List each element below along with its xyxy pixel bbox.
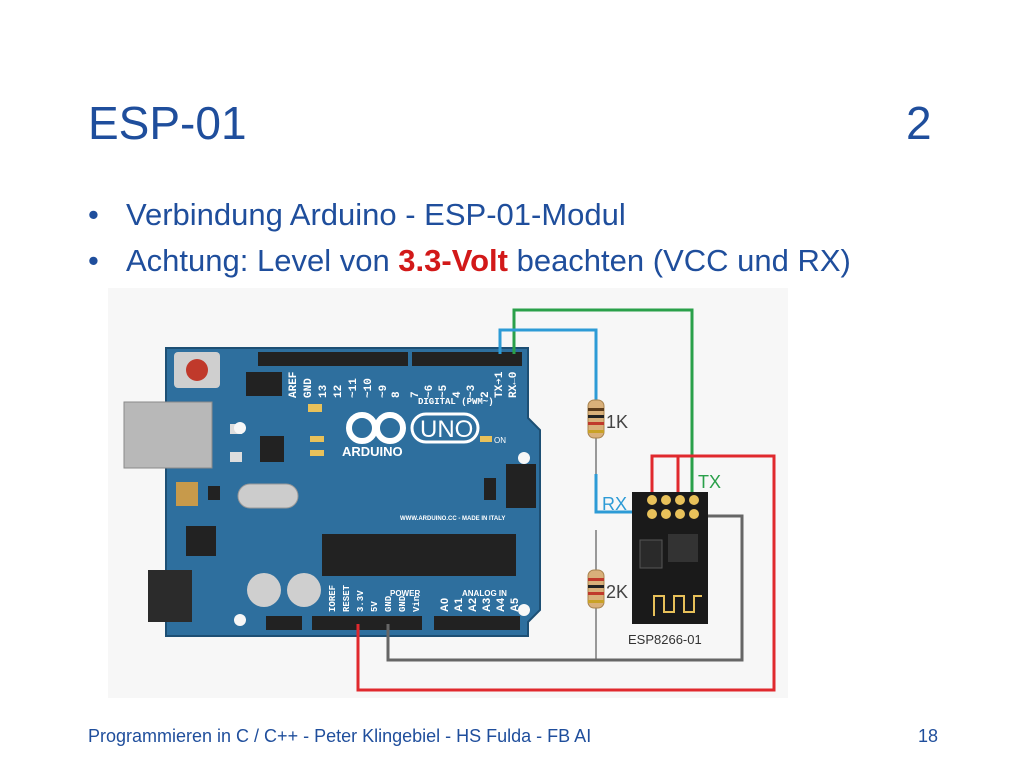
voltage-regulator [186, 526, 216, 556]
bullet-text-pre: Achtung: Level von [126, 243, 399, 278]
resistor-1k [587, 399, 605, 439]
icsp-header-mcu [506, 464, 536, 508]
crystal [237, 483, 299, 509]
power-pin-label: 5V [370, 601, 380, 612]
digital-header-left [258, 352, 408, 366]
esp-flash [639, 539, 663, 569]
pin-label: 8 [391, 391, 403, 398]
reset-button-cap [186, 359, 208, 381]
slide-title: ESP-01 [88, 97, 247, 149]
page-number: 18 [918, 726, 939, 746]
analog-header [434, 616, 520, 630]
power-label: POWER [390, 589, 420, 598]
smd-component [308, 404, 322, 412]
resistor-2k-label: 2K [606, 582, 628, 602]
capacitor [287, 573, 321, 607]
rx-label: RX [602, 494, 627, 514]
capacitor-tantalum [176, 482, 198, 506]
website-label: WWW.ARDUINO.CC - MADE IN ITALY [400, 516, 505, 522]
smd-component [310, 450, 324, 456]
pin-label: 2 [480, 391, 492, 398]
module-label: ESP8266-01 [628, 632, 702, 647]
analog-pin-label: A5 [509, 598, 521, 612]
wire-blue-esp-rx [594, 474, 648, 514]
gnd-label: GND [303, 378, 315, 398]
pin-label: TX➔1 [494, 371, 506, 398]
pin-label: ~5 [438, 384, 450, 398]
usb-connector [123, 401, 213, 469]
power-pin-label: GND [398, 595, 408, 612]
mount-hole [234, 614, 246, 626]
smd-component [484, 478, 496, 500]
esp-chip [668, 534, 698, 562]
power-pin-label: Vin [412, 596, 422, 612]
power-pin-label: RESET [342, 584, 352, 612]
uno-label: UNO [420, 416, 473, 443]
pin-label: 4 [452, 391, 464, 398]
resistor-1k-label: 1K [606, 412, 628, 432]
smd-component [310, 436, 324, 442]
analog-pin-label: A1 [453, 598, 465, 612]
wire-red-vcc [356, 454, 776, 692]
arduino-logo [346, 412, 406, 444]
esp-pins [647, 495, 699, 519]
digital-header-right [412, 352, 522, 366]
footer-text: Programmieren in C / C++ - Peter Klingeb… [88, 726, 592, 746]
wire-gray-gnd [386, 514, 744, 662]
resistor-2k [587, 569, 605, 609]
mount-hole [234, 422, 246, 434]
bullet-dot: • [88, 197, 99, 232]
pin-label: ~9 [378, 385, 390, 398]
pin-label: ~6 [424, 385, 436, 398]
analog-pin-label: A0 [439, 598, 451, 612]
arduino-label: ARDUINO [342, 444, 403, 459]
pin-label: ~10 [363, 378, 375, 398]
bullet-dot: • [88, 243, 99, 278]
capacitor [247, 573, 281, 607]
power-jack [148, 570, 192, 622]
uno-badge [410, 412, 480, 444]
pin-label: ~3 [466, 384, 478, 398]
analog-label: ANALOG IN [462, 589, 507, 598]
bullet-list: • Verbindung Arduino - ESP-01-Modul • Ac… [88, 192, 988, 284]
smd-component [208, 486, 220, 500]
smd-component [266, 616, 302, 630]
analog-pin-label: A2 [467, 598, 479, 612]
on-label: ON [494, 436, 506, 445]
bullet-item-warning: • Achtung: Level von 3.3-Volt beachten (… [88, 238, 988, 284]
chip-small [260, 436, 284, 462]
microcontroller-chip [322, 534, 516, 576]
bullet-text: Verbindung Arduino - ESP-01-Modul [126, 197, 626, 232]
smd-component [230, 452, 242, 462]
pin-label: 13 [318, 384, 330, 398]
aref-label: AREF [288, 372, 300, 398]
bullet-text-post: beachten (VCC und RX) [507, 243, 851, 278]
bullet-item-connection: • Verbindung Arduino - ESP-01-Modul [88, 192, 988, 238]
icsp-header-usb [246, 372, 282, 396]
power-pin-label: GND [384, 595, 394, 612]
pin-label: ~11 [348, 378, 360, 398]
power-pin-label: 3.3V [356, 590, 366, 612]
voltage-highlight: 3.3-Volt [398, 243, 508, 278]
wire-green-tx [512, 308, 694, 498]
slide-title-number: 2 [906, 97, 932, 149]
analog-pin-label: A4 [495, 597, 507, 612]
mount-hole [518, 604, 530, 616]
wiring-diagram: AREF GND 13 12 ~11 ~10 ~9 8 7 ~6 ~5 4 ~3… [108, 288, 788, 698]
digital-pwm-label: DIGITAL (PWM~) [418, 397, 494, 407]
wire-blue-rx [498, 328, 598, 400]
analog-pin-label: A3 [481, 598, 493, 612]
mount-hole [518, 452, 530, 464]
pin-label: 7 [410, 391, 422, 398]
tx-label: TX [698, 472, 721, 492]
power-header [312, 616, 422, 630]
pin-label: RX←0 [508, 372, 520, 398]
on-led [480, 436, 492, 442]
esp-antenna [653, 595, 702, 616]
power-pin-label: IOREF [328, 585, 338, 612]
pin-label: 12 [333, 385, 345, 398]
